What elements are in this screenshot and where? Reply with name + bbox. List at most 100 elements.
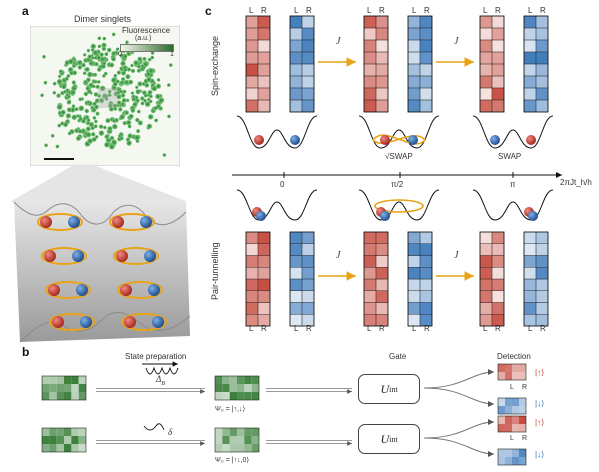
lr-label-c1-top-L: L (249, 6, 254, 15)
lr-label-c2-bot-R: R (306, 324, 312, 333)
lr-label-c3-top-R: R (379, 6, 385, 15)
prep-image-initial (41, 375, 87, 401)
process-arrow (96, 388, 205, 394)
fluorescence-dot (99, 85, 106, 92)
gate-row2-main: U (380, 431, 390, 446)
fluorescence-dot (158, 97, 165, 104)
fluorescence-dot (147, 89, 153, 96)
fluorescence-dot (141, 65, 146, 70)
process-arrow (266, 388, 352, 394)
fluorescence-dot (115, 47, 120, 52)
gate-row1-main: U (380, 381, 390, 396)
fluorescence-dot (92, 101, 98, 107)
fluorescence-dot (101, 46, 107, 52)
fluorescence-dot (103, 141, 111, 148)
fluorescence-dot (112, 103, 118, 109)
fluorescence-dot (116, 90, 121, 96)
fluorescence-dot (130, 108, 136, 114)
axis-title: 2πJt_h/h (560, 178, 592, 187)
fluorescence-dot (102, 36, 107, 41)
psi-row2: Ψ₀ = |↑↓,0⟩ (215, 457, 250, 464)
header-detection: Detection (497, 352, 531, 361)
fluorescence-dot (111, 123, 119, 130)
fluorescence-dot (92, 115, 97, 121)
atom-spin-up (48, 284, 60, 296)
colorbar-min: 0 (118, 51, 122, 58)
fluorescence-dot (41, 54, 47, 59)
fluorescence-dot (132, 101, 138, 108)
fluorescence-dot (166, 114, 172, 119)
lr-label-c6-top-R: R (540, 6, 546, 15)
fluorescence-dot (155, 83, 162, 90)
detection-grid-blue (523, 15, 549, 113)
atom-spin-up (44, 250, 56, 262)
fluorescence-dot (134, 95, 139, 100)
detection-grid-red (245, 15, 271, 113)
fluorescence-dot (85, 126, 92, 132)
scale-bar (44, 158, 74, 160)
lattice-wave-sketch (145, 366, 179, 375)
atom-pair (49, 313, 95, 331)
fluorescence-dot (43, 143, 49, 148)
fluorescence-dot (90, 43, 97, 50)
lr-b1-L: L (510, 384, 514, 391)
fluorescence-dot (112, 81, 119, 88)
atom-spin-down (72, 250, 84, 262)
fluorescence-dot (57, 123, 62, 128)
fluorescence-dot (85, 57, 91, 63)
detect-image-down-row2 (497, 448, 527, 466)
fluorescence-dot (106, 47, 112, 53)
lr-b1-R: R (522, 384, 528, 391)
fluorescence-dot (117, 133, 122, 139)
fluorescence-dot (82, 52, 87, 57)
fluorescence-dot (107, 103, 113, 109)
fluorescence-dot (57, 74, 62, 79)
fluorescence-dot (90, 47, 95, 52)
fluorescence-dot (95, 84, 101, 90)
fluorescence-dot (107, 92, 112, 98)
atom-spin-up (40, 216, 52, 228)
fluorescence-dot (109, 62, 115, 68)
fluorescence-dot (66, 73, 71, 79)
atom-spin-up (112, 216, 124, 228)
fluorescence-dot (113, 73, 118, 78)
detect-image-up-row2 (497, 415, 527, 433)
fluorescence-dot (96, 79, 101, 85)
fluorescence-dot (132, 59, 139, 66)
atom-spin-up (120, 284, 132, 296)
double-well-diagram (358, 115, 440, 149)
fluorescence-dot (84, 66, 91, 73)
fluorescence-dot (102, 125, 108, 130)
fluorescence-dot (127, 79, 134, 85)
detection-grid-blue (407, 15, 433, 113)
arrow-label-bot-2: J (454, 250, 459, 261)
fluorescence-dot (116, 94, 122, 100)
fluorescence-dot (71, 63, 77, 69)
fluorescence-dot (50, 133, 55, 138)
fluorescence-dot (86, 88, 92, 95)
fluorescence-dot (76, 59, 83, 66)
fluorescence-dot (86, 48, 91, 53)
ket-up-row2: |↑⟩ (535, 418, 545, 427)
lr-label-c1-top-R: R (261, 6, 267, 15)
atom-pair (113, 247, 159, 265)
fluorescence-dot (71, 104, 76, 109)
ket-down-row1: |↓⟩ (535, 399, 545, 408)
atom-spin-up (116, 250, 128, 262)
atom-spin-down (152, 316, 164, 328)
colorbar-label: Fluorescence (122, 26, 171, 35)
fluorescence-dot (93, 61, 99, 67)
fluorescence-dot (66, 106, 73, 113)
fluorescence-dot (107, 89, 112, 94)
fluorescence-dot (77, 128, 83, 134)
lr-label-c4-bot-R: R (424, 324, 430, 333)
fluorescence-dot (96, 67, 102, 73)
axis-label-0: 0 (280, 180, 285, 189)
gate-row2-sub: int (389, 434, 398, 444)
detection-grid-blue (289, 231, 315, 327)
fluorescence-dot (110, 56, 117, 62)
fluorescence-dot (136, 80, 143, 87)
colorbar-unit: (a.u.) (135, 35, 152, 42)
fluorescence-dot (119, 113, 126, 121)
